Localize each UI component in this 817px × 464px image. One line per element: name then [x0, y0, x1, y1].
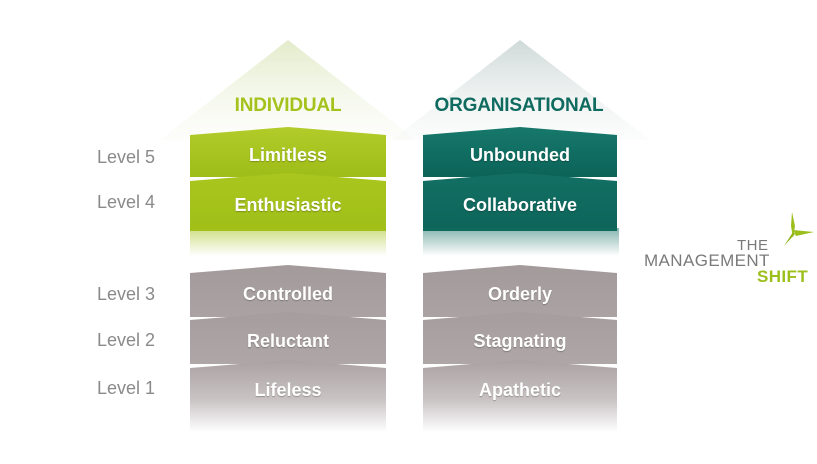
individual-level-3-block: Controlled — [190, 265, 386, 317]
individual-upper-fade — [190, 228, 386, 256]
organisational-level-1-text: Apathetic — [478, 379, 561, 400]
star-mark-icon — [784, 212, 814, 246]
organisational-header: ORGANISATIONAL — [434, 95, 604, 116]
individual-level-2-text: Reluctant — [246, 330, 329, 351]
individual-roof — [160, 40, 416, 140]
level-1-label: Level 1 — [97, 378, 156, 398]
individual-level-3-text: Controlled — [243, 283, 333, 304]
individual-level-4-text: Enthusiastic — [234, 194, 342, 215]
organisational-upper-fade — [423, 228, 619, 256]
organisational-level-2-block: Stagnating — [423, 312, 617, 364]
organisational-level-5-block: Unbounded — [423, 127, 617, 177]
logo-the-text: THE — [737, 237, 769, 254]
individual-level-4-block: Enthusiastic — [190, 173, 386, 231]
level-3-label: Level 3 — [97, 284, 156, 304]
logo-management-text: MANAGEMENT — [644, 251, 770, 270]
organisational-level-3-block: Orderly — [423, 265, 617, 317]
organisational-level-3-text: Orderly — [487, 283, 553, 304]
individual-level-1-text: Lifeless — [254, 379, 322, 400]
organisational-level-5-text: Unbounded — [470, 144, 570, 165]
organisational-level-1-block: Apathetic — [423, 360, 617, 432]
individual-level-5-text: Limitless — [248, 144, 328, 165]
organisational-level-4-block: Collaborative — [423, 173, 617, 231]
level-2-label: Level 2 — [97, 330, 156, 350]
management-shift-logo: THE MANAGEMENT SHIFT — [640, 212, 815, 292]
logo-shift-text: SHIFT — [757, 267, 809, 286]
organisational-roof — [392, 40, 650, 140]
level-4-label: Level 4 — [97, 192, 156, 212]
level-5-label: Level 5 — [97, 147, 156, 167]
individual-level-5-block: Limitless — [190, 127, 386, 177]
organisational-level-4-text: Collaborative — [462, 194, 578, 215]
organisational-level-2-text: Stagnating — [473, 330, 567, 351]
individual-level-1-block: Lifeless — [190, 360, 386, 432]
individual-header: INDIVIDUAL — [234, 95, 342, 116]
individual-level-2-block: Reluctant — [190, 312, 386, 364]
